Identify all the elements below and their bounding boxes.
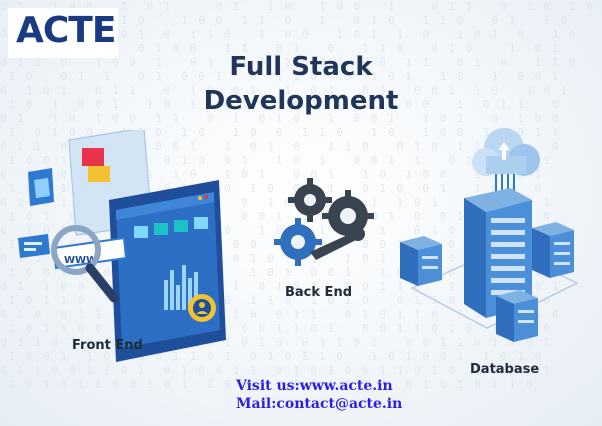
cloud-icon — [472, 128, 540, 176]
chat-widget — [18, 234, 50, 258]
page-title: Full Stack Development — [0, 50, 602, 118]
front-end-illustration: WWW — [18, 130, 226, 362]
wrench-icon — [310, 232, 360, 260]
screen-header — [116, 192, 214, 220]
title-line-2: Development — [203, 86, 399, 116]
screen-bar-chart — [164, 265, 198, 310]
title-line-1: Full Stack — [229, 52, 373, 82]
red-card — [82, 148, 104, 166]
database-illustration — [400, 128, 579, 342]
logo-box — [8, 8, 118, 58]
url-text: WWW — [64, 255, 97, 266]
mail-text: Mail:contact@acte.in — [236, 396, 403, 412]
acte-logo: ACTE — [16, 10, 116, 51]
magnifier-icon — [51, 225, 101, 275]
gear-icon-small — [288, 178, 332, 222]
gear-icon-blue — [274, 218, 322, 266]
tile-3 — [174, 220, 188, 232]
tile-4 — [194, 217, 208, 229]
server-tower — [464, 188, 532, 318]
back-end-label: Back End — [285, 285, 352, 300]
yellow-card — [88, 166, 110, 182]
front-end-label: Front End — [72, 338, 143, 353]
visit-us-text: Visit us:www.acte.in — [236, 378, 393, 394]
database-label: Database — [470, 362, 540, 377]
tile-1 — [134, 226, 148, 238]
server-small-left — [400, 236, 442, 286]
tile-2 — [154, 223, 168, 235]
server-small-front — [496, 290, 538, 342]
back-end-illustration — [274, 178, 374, 266]
server-small-right — [532, 222, 574, 278]
